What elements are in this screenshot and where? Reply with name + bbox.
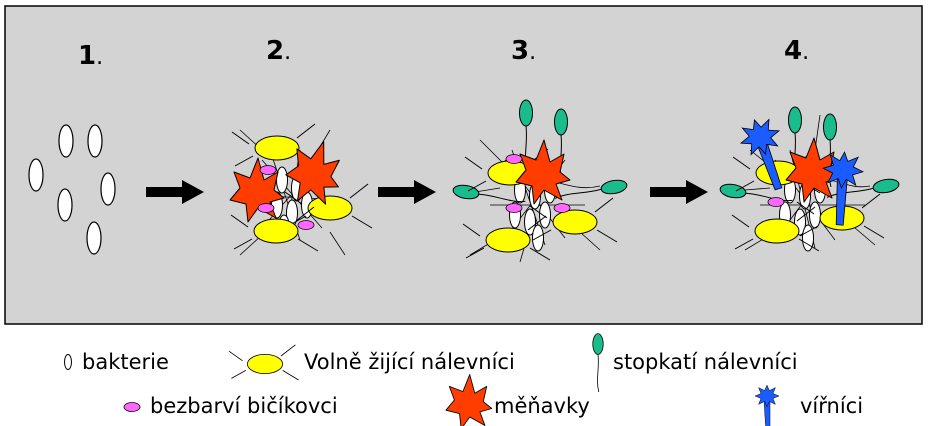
rotifer-icon	[754, 384, 780, 426]
flagellate	[297, 220, 315, 230]
stage-1-label: 1.	[78, 41, 103, 71]
stage-3-label: 3.	[511, 36, 536, 66]
legend-item-stalked-ciliates: stopkatí nálevníci	[592, 333, 798, 393]
flagellate-icon	[123, 402, 141, 412]
legend-item-amoebae: měňavky	[445, 374, 590, 426]
legend-item-free-ciliates: Volně žijící nálevníci	[228, 344, 515, 381]
bacterium	[539, 201, 551, 229]
flagellate	[505, 154, 523, 164]
legend: bakterie Volně žijící nálevníci stopkatí…	[64, 333, 863, 426]
stage-3-community	[451, 99, 629, 263]
stage-4-community	[718, 106, 901, 252]
legend-item-rotifers: vířníci	[754, 384, 863, 426]
bacterium	[100, 172, 116, 206]
bacterium	[58, 124, 74, 158]
legend-label-amoebae: měňavky	[494, 394, 590, 418]
legend-label-bacteria: bakterie	[82, 350, 169, 374]
free-ciliate-icon	[228, 344, 300, 381]
stage-4-label: 4.	[784, 36, 809, 66]
bacterium	[86, 221, 102, 255]
bacterium	[276, 166, 288, 194]
bacterium-icon	[64, 354, 72, 370]
bacterium	[57, 188, 73, 222]
bacterium	[532, 224, 544, 252]
stalked-ciliate-icon	[592, 333, 604, 393]
legend-item-bacteria: bakterie	[64, 350, 169, 374]
amoeba-icon	[445, 374, 493, 426]
bacterium	[87, 124, 103, 158]
legend-item-flagellates: bezbarví bičíkovci	[123, 394, 338, 418]
bacterium	[809, 201, 821, 229]
flagellate	[767, 197, 785, 207]
flagellate	[259, 165, 277, 175]
stage-2-community	[229, 123, 373, 256]
flagellate	[257, 203, 275, 213]
bacterium	[28, 158, 44, 192]
legend-label-free-ciliates: Volně žijící nálevníci	[304, 350, 515, 374]
flagellate	[505, 203, 523, 213]
flagellate	[553, 203, 571, 213]
legend-label-flagellates: bezbarví bičíkovci	[150, 394, 338, 418]
stage-2-label: 2.	[266, 36, 291, 66]
legend-label-rotifers: vířníci	[800, 394, 863, 418]
legend-label-stalked-ciliates: stopkatí nálevníci	[613, 350, 798, 374]
